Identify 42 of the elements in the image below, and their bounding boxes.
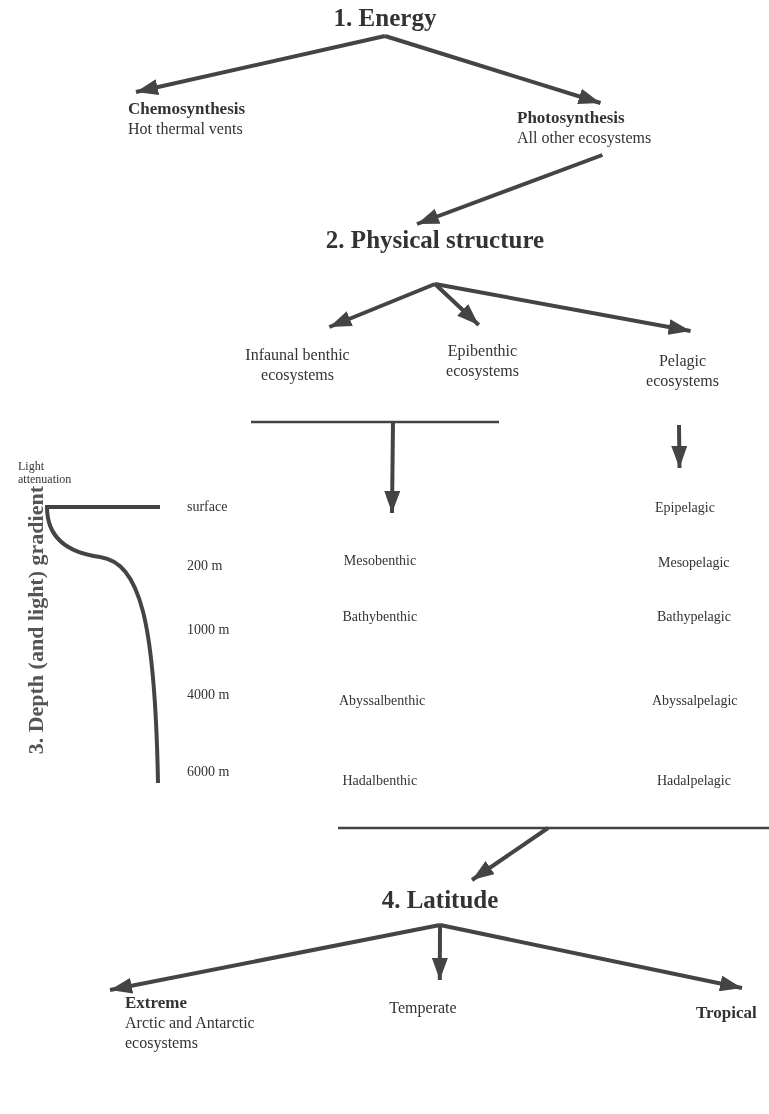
zone-label: Mesopelagic xyxy=(658,554,730,572)
zone-label: Hadalbenthic xyxy=(342,772,418,790)
arrow xyxy=(439,923,743,992)
depth-label: 4000 m xyxy=(187,686,230,704)
zone-label: Epipelagic xyxy=(655,499,715,517)
axis-title: 3. Depth (and light) gradient xyxy=(22,486,49,755)
node-heading: Photosynthesis xyxy=(517,107,626,129)
arrow xyxy=(109,923,441,994)
depth-label: 200 m xyxy=(187,557,223,575)
node-label: Infaunal benthic ecosystems xyxy=(244,345,351,385)
heading: 2. Physical structure xyxy=(325,225,545,255)
arrow xyxy=(328,282,436,329)
zone-label: Bathybenthic xyxy=(342,608,418,626)
node-label: Epibenthic ecosystems xyxy=(445,341,520,381)
zone-label: Abyssalpelagic xyxy=(652,692,738,710)
depth-label: surface xyxy=(187,498,228,516)
node-label: Pelagic ecosystems xyxy=(645,351,720,391)
curve-label: Light attenuation xyxy=(18,460,73,487)
heading: 1. Energy xyxy=(333,3,437,33)
node-heading: Chemosynthesis xyxy=(128,98,247,120)
depth-label: 6000 m xyxy=(187,763,230,781)
heading: 4. Latitude xyxy=(381,885,499,915)
arrow xyxy=(416,153,604,226)
arrow xyxy=(135,34,386,95)
node-description: All other ecosystems xyxy=(517,128,653,149)
node-description: Hot thermal vents xyxy=(128,119,244,140)
arrow xyxy=(431,925,448,980)
zone-label: Bathypelagic xyxy=(657,608,731,626)
arrow xyxy=(433,282,481,327)
arrow xyxy=(384,34,602,105)
zone-label: Abyssalbenthic xyxy=(339,692,426,710)
depth-label: 1000 m xyxy=(187,621,230,639)
zone-label: Mesobenthic xyxy=(343,552,417,570)
node-heading: Tropical xyxy=(696,1002,758,1024)
arrow xyxy=(384,421,401,514)
arrow xyxy=(434,282,691,335)
node-label: Temperate xyxy=(389,998,457,1018)
arrow xyxy=(470,826,550,882)
zone-label: Hadalpelagic xyxy=(657,772,731,790)
node-description: Arctic and Antarctic ecosystems xyxy=(125,1013,256,1054)
arrow xyxy=(671,424,688,469)
node-heading: Extreme xyxy=(125,992,188,1014)
